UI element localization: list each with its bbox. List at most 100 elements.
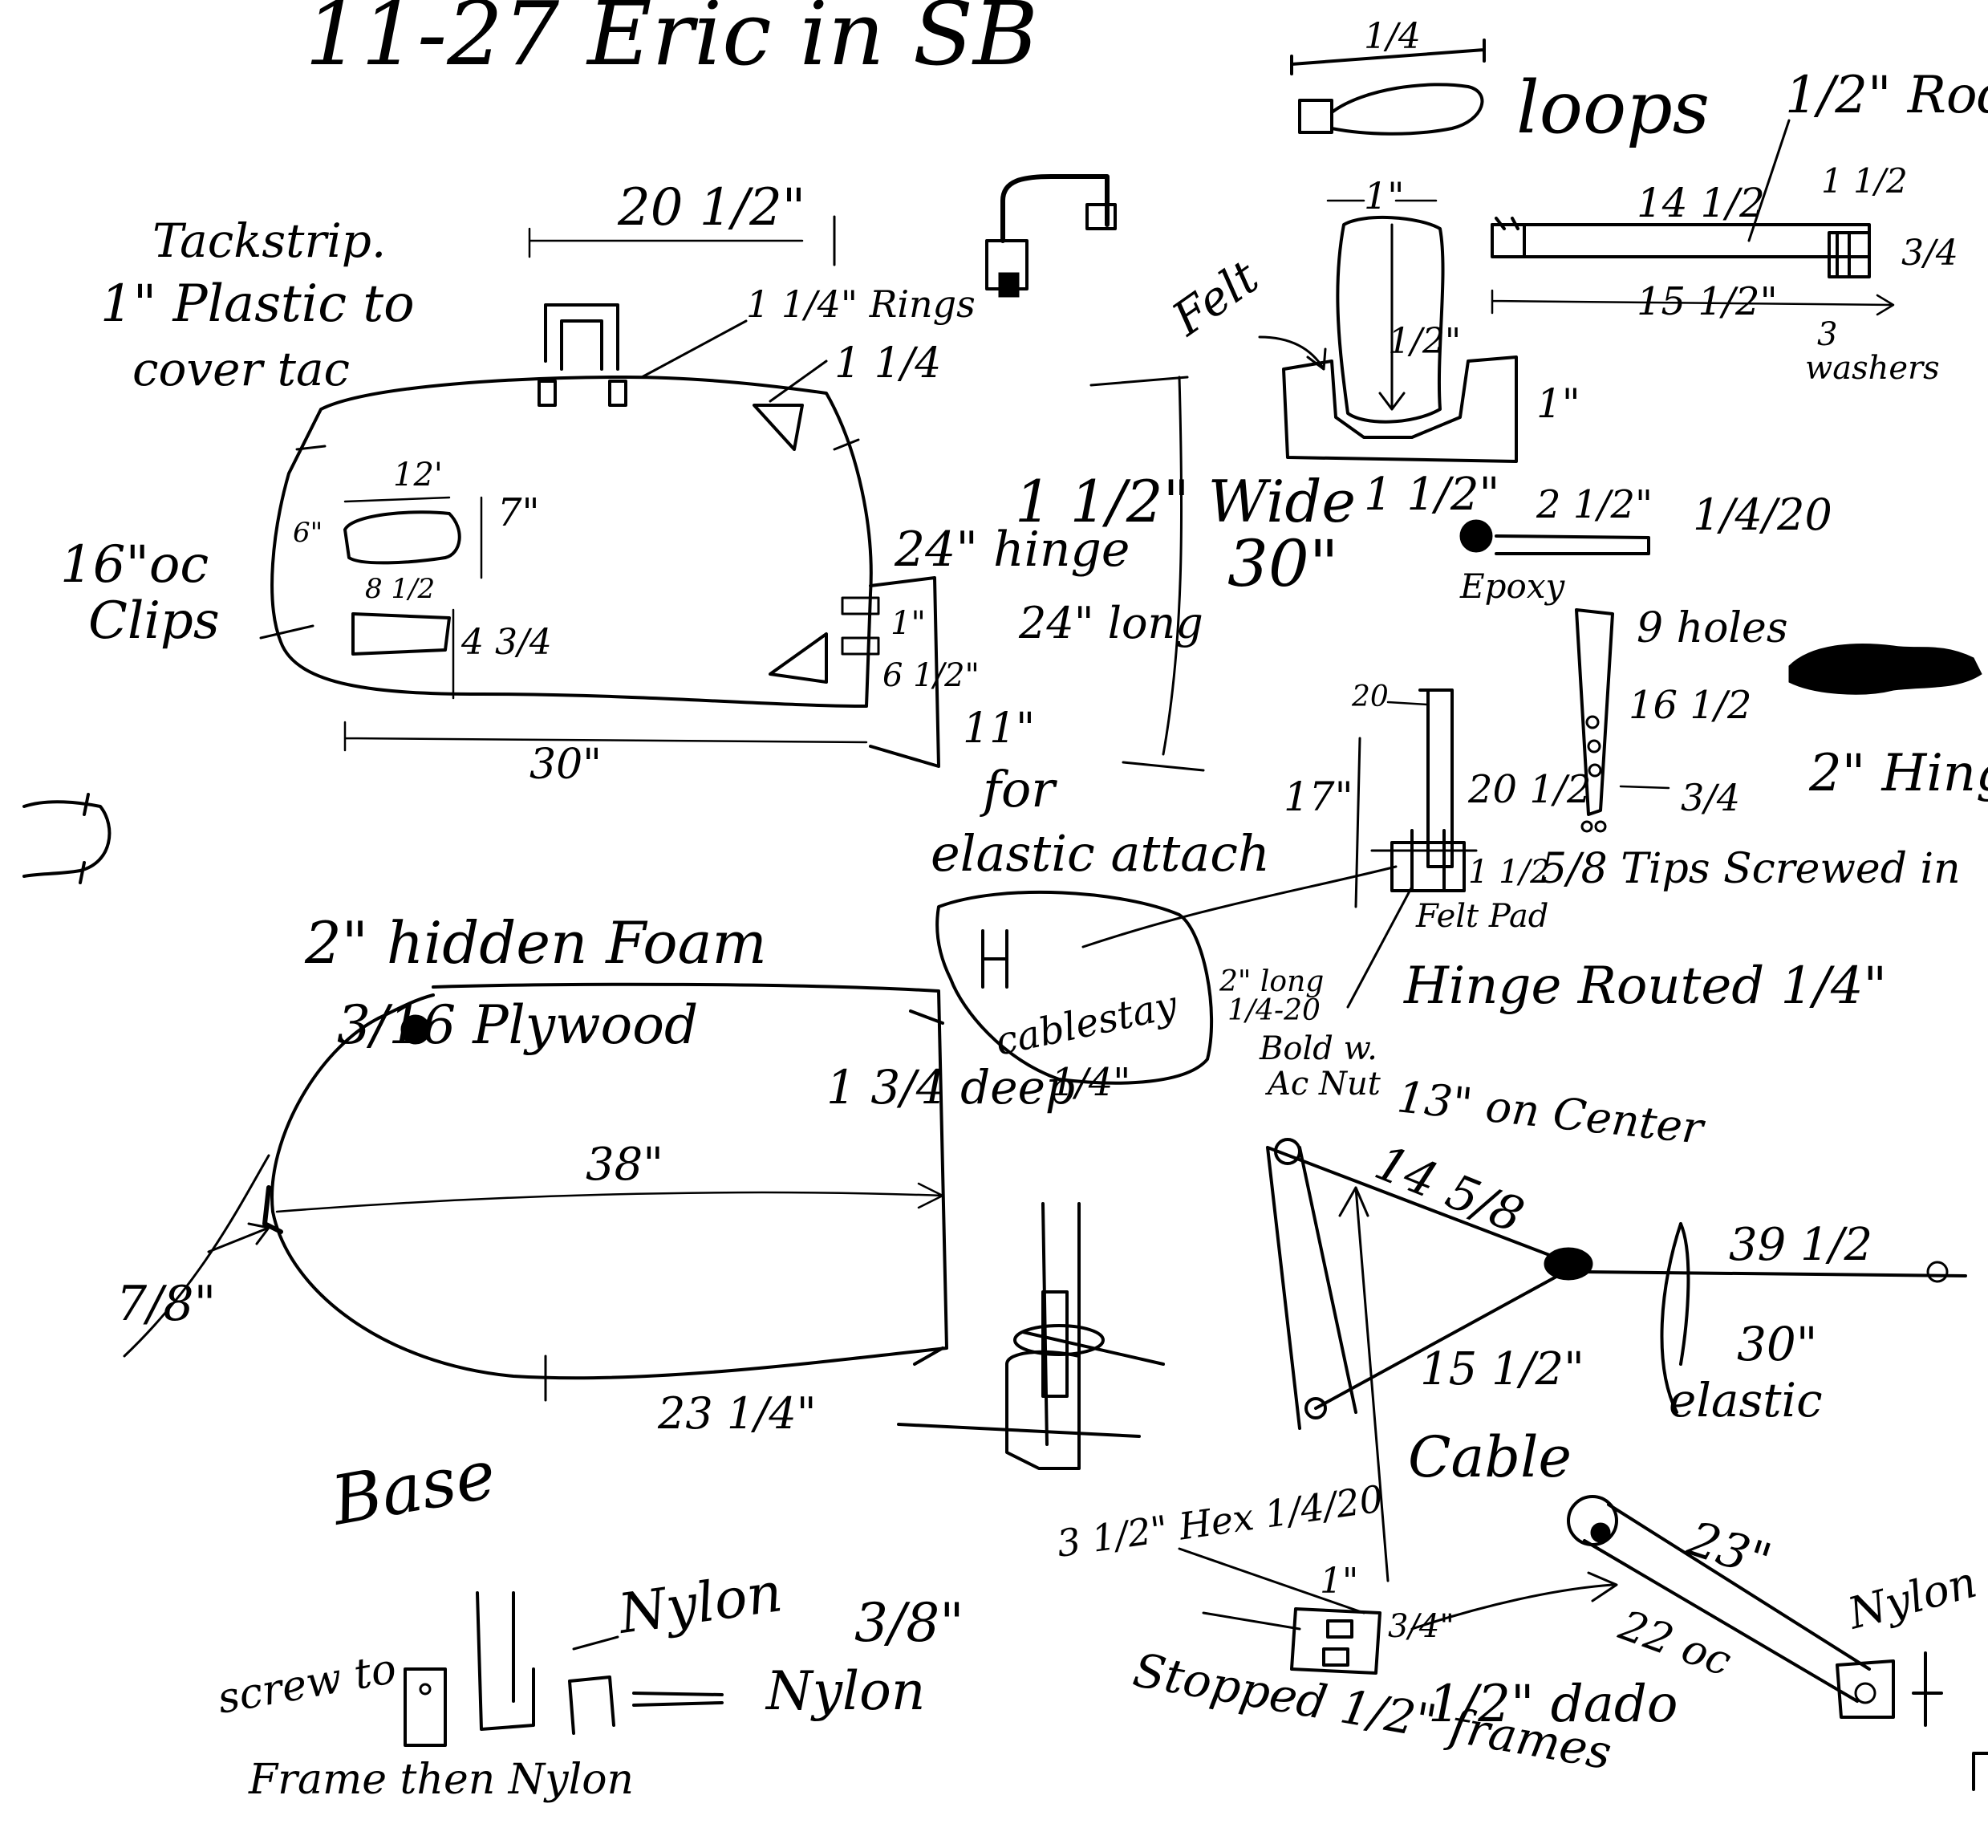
post-foot-label: 1 1/2: [1468, 854, 1551, 891]
tackstrip-line-1: Tackstrip.: [152, 213, 386, 268]
screw-line-1: screw to: [214, 1645, 400, 1724]
felt-depth-label: 1": [1536, 380, 1580, 427]
upper-hinge-label: 1 1/4" Rings: [746, 282, 976, 326]
arm-oc-label: 22 oc: [1613, 1601, 1738, 1686]
rod-washers-line: washers: [1805, 350, 1940, 387]
post-clamp-sketch: [897, 1202, 1165, 1470]
hex-label: 3 1/2" Hex 1/4/20: [1054, 1476, 1386, 1565]
cable-top-label: 14 5/8: [1367, 1135, 1531, 1245]
lower-span-label: 38": [586, 1139, 663, 1191]
upper-elastic-line: elastic attach: [931, 824, 1270, 883]
arm-length-label: 23": [1680, 1510, 1777, 1590]
lower-edge-label: 7/8": [116, 1276, 216, 1332]
faucet-sketch: [985, 174, 1117, 298]
cablestay-bolt-note-line: Ac Nut: [1264, 1066, 1381, 1103]
lower-base-label: Base: [324, 1435, 501, 1541]
upper-bottom-width-label: 30": [529, 741, 602, 789]
rod-detail: 1/2" Rod 14 1/2 1 1/2 3/4 15 1/2" 3 wash…: [1491, 66, 1988, 387]
lower-hardware: 3 1/2" Hex 1/4/20 1" 3/4" 1/2" dado Stop…: [1054, 1476, 1988, 1791]
post-left-label: 17": [1284, 774, 1353, 820]
upper-opening-width-label: 12': [393, 457, 443, 493]
felt-label: Felt: [1162, 249, 1268, 347]
cable-elastic-label: 30" elastic: [1669, 1317, 1832, 1428]
lower-frame-drawing: 2" hidden Foam 3/16 Plywood 38" 7/8" 23 …: [116, 909, 948, 1541]
lower-foam-label: 2" hidden Foam: [304, 909, 767, 977]
upper-clips-label: 16"oc Clips: [60, 535, 225, 651]
cablestay-bolt-note: Bold w. Ac Nut: [1259, 1030, 1388, 1103]
cable-elastic-len-label: 39 1/2: [1729, 1219, 1872, 1271]
post-top-label: 20: [1351, 680, 1389, 713]
post-tips-label: 5/8 Tips Screwed in: [1540, 845, 1961, 893]
tackstrip-line-3: cover tac: [132, 342, 350, 396]
hinge-spec: 1 1/2" Wide 24" long 30": [1015, 376, 1356, 772]
tackstrip-line-2: 1" Plastic to: [100, 274, 415, 334]
lower-plywood-label: 3/16 Plywood: [337, 994, 698, 1056]
page-title: 11-27 Eric in SB: [305, 0, 1038, 85]
hinge-bar-end-label: 3/4: [1681, 776, 1740, 819]
upper-side-2-label: 6 1/2": [882, 657, 980, 694]
cablestay-size-label: 1/4": [1051, 1060, 1130, 1105]
block-top-label: 1": [1320, 1561, 1358, 1602]
felt-top-width-label: 1": [1364, 174, 1404, 217]
rod-height-label: 3/4: [1901, 233, 1958, 274]
cablestay-bolt-note-line: Bold w.: [1259, 1030, 1377, 1067]
cablestay-bolt-spec: 2" long 1/4-20: [1219, 965, 1333, 1027]
cable-elastic-line: elastic: [1669, 1373, 1823, 1428]
cable-elastic-line: 30": [1737, 1317, 1817, 1371]
cablestay-bolt-spec-line: 2" long: [1219, 965, 1324, 998]
cablestay-bolt-spec-line: 1/4-20: [1227, 994, 1321, 1027]
loops-detail: 1/4 loops: [1290, 16, 1710, 150]
hinge-bar-label: 2" Hinge: [1808, 744, 1988, 803]
upper-clips-line: 16"oc: [60, 535, 209, 595]
page-edge-mark: [22, 793, 112, 884]
tackstrip-note: Tackstrip. 1" Plastic to cover tac: [100, 213, 415, 396]
dado-label: 1/2" dado: [1428, 1675, 1678, 1734]
rod-total-label: 15 1/2": [1637, 279, 1778, 324]
hinge-bar-detail: 9 holes 16 1/2 3/4 2" Hinge: [1575, 604, 1988, 833]
upper-opening-height-label: 7": [497, 490, 540, 535]
upper-corner-label: 1 1/4: [834, 339, 941, 388]
upper-side-1-label: 1": [891, 605, 926, 642]
nylon-top-label: Nylon: [613, 1561, 785, 1647]
rod-washers-label: 3 washers: [1805, 316, 1940, 387]
post-mid-label: 20 1/2: [1467, 767, 1592, 812]
bolt-thread-label: 1/4/20: [1693, 489, 1832, 540]
nylon-right-label: Nylon: [1841, 1557, 1982, 1639]
upper-hinge-length-label: 24" hinge: [894, 522, 1130, 578]
screw-line-2: Frame then Nylon: [248, 1756, 634, 1804]
rod-end-label: 1 1/2: [1821, 161, 1908, 201]
rod-label: 1/2" Rod: [1785, 66, 1988, 125]
hinge-width-label: 1 1/2" Wide: [1015, 468, 1356, 535]
cablestay-depth-label: 1 3/4 deep: [826, 1060, 1075, 1115]
upper-frame-drawing: 20 1/2" 1 1/4" Rings 1 1/4 12' 7" 6" 8 1…: [60, 178, 1270, 883]
loops-width-label: 1/4: [1364, 16, 1421, 57]
felt-bottom-width-label: 1 1/2": [1364, 469, 1499, 521]
nylon-detail: Nylon 3/8" Nylon screw to Frame then Nyl…: [214, 1561, 964, 1804]
upper-elastic-note: for elastic attach: [931, 760, 1270, 883]
cablestay-label: cablestay: [992, 982, 1182, 1065]
upper-top-width-label: 20 1/2": [617, 178, 805, 238]
upper-lower-inset-label: 8 1/2: [365, 573, 435, 605]
bolt-epoxy-label: Epoxy: [1459, 567, 1566, 606]
post-detail: 20 20 1/2 17" 1 1/2 5/8 Tips Screwed in …: [1284, 680, 1961, 1016]
felt-inner-label: 1/2": [1388, 321, 1461, 362]
post-hinge-routed-label: Hinge Routed 1/4": [1403, 956, 1887, 1016]
hinge-bar-length-label: 16 1/2: [1629, 683, 1752, 728]
cablestay-center-label: 13" on Center: [1395, 1071, 1708, 1154]
nylon-mid-label: Nylon: [765, 1660, 925, 1722]
bolt-length-label: 2 1/2": [1536, 482, 1653, 527]
cable-bottom-label: 15 1/2": [1420, 1343, 1584, 1395]
upper-lower-box-label: 4 3/4: [460, 622, 552, 663]
hinge-holes-label: 9 holes: [1637, 604, 1788, 652]
rod-span-label: 14 1/2: [1637, 180, 1765, 226]
nylon-size-label: 3/8": [854, 1592, 964, 1654]
lower-bottom-label: 23 1/4": [657, 1388, 817, 1439]
hinge-height-label: 30": [1227, 526, 1339, 601]
cable-label: Cable: [1408, 1424, 1572, 1490]
upper-side-3-label: 11": [963, 705, 1035, 753]
post-pad-label: Felt Pad: [1415, 898, 1548, 935]
upper-clips-line: Clips: [88, 591, 220, 651]
hinge-length-label: 24" long: [1018, 598, 1203, 648]
upper-elastic-line: for: [980, 760, 1057, 818]
